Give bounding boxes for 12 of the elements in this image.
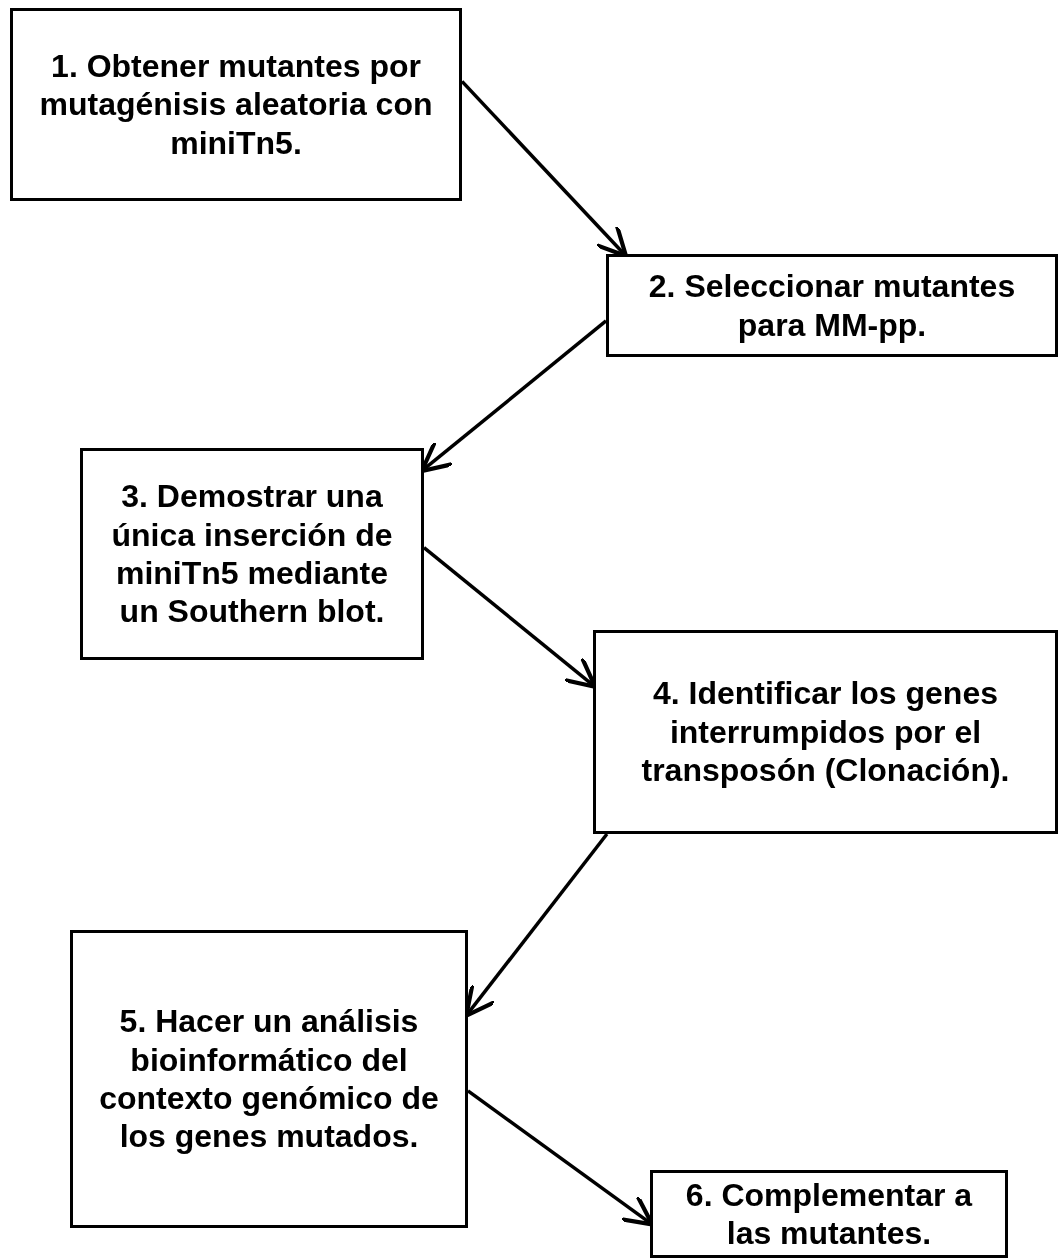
step-text: 2. Seleccionar mutantes para MM-pp. <box>647 267 1017 344</box>
step-text: 4. Identificar los genes interrumpidos por el transposón (Clonación). <box>640 674 1011 790</box>
step-text: 6. Complementar a las mutantes. <box>684 1175 974 1253</box>
process-box <box>80 448 424 660</box>
step-text: 3. Demostrar una única inserción de miniTn5 mediante un Southern blot. <box>110 477 394 631</box>
process-box <box>70 930 468 1228</box>
process-box <box>650 1170 1008 1258</box>
step-text: 5. Hacer un análisis bioinformático del contexto genómico de los genes mutados. <box>98 1002 440 1156</box>
process-box <box>10 8 462 201</box>
process-box <box>593 630 1058 834</box>
process-box <box>606 254 1058 357</box>
step-text: 1. Obtener mutantes por mutagénisis aleatoria con miniTn5. <box>38 46 434 163</box>
